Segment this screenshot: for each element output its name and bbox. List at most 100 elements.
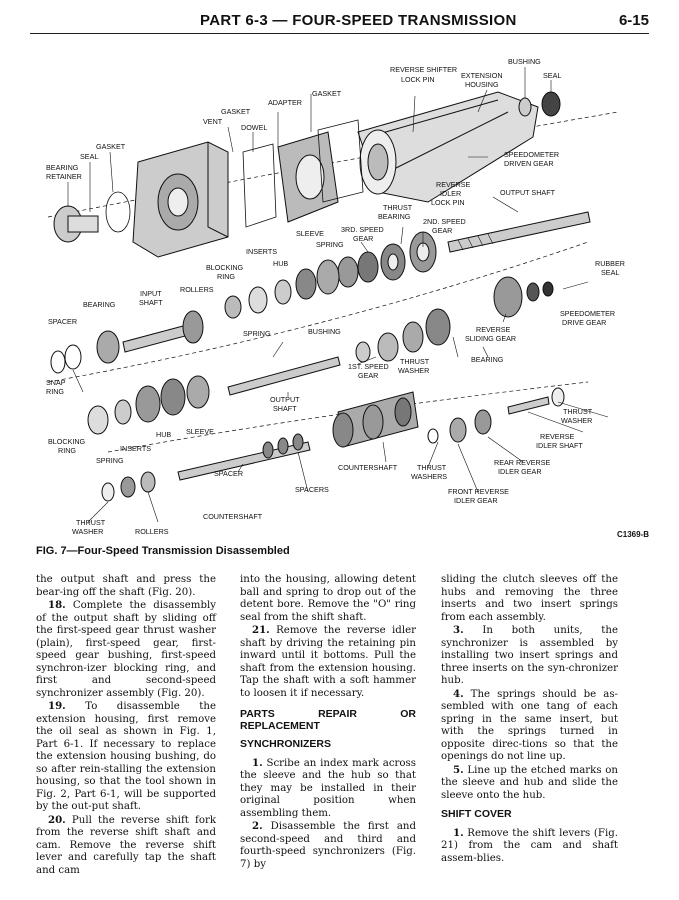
label-thrust: THRUST bbox=[383, 203, 413, 212]
label-reverse: REVERSE bbox=[476, 325, 511, 334]
label-idler-shaft: IDLER SHAFT bbox=[536, 441, 583, 450]
paragraph: 21. Remove the reverse idler shaft by dr… bbox=[240, 624, 416, 700]
label-seal: SEAL bbox=[601, 268, 619, 277]
label-thrust: THRUST bbox=[417, 463, 447, 472]
label-2nd-speed: 2ND. SPEED bbox=[423, 217, 466, 226]
label-1st-speed: 1ST. SPEED bbox=[348, 362, 389, 371]
spacer-part bbox=[64, 344, 82, 370]
label-retainer: RETAINER bbox=[46, 172, 82, 181]
label-output: OUTPUT bbox=[270, 395, 300, 404]
label-spacer: SPACER bbox=[214, 469, 243, 478]
label-snap: SNAP bbox=[46, 378, 66, 387]
step-number: 20. bbox=[48, 813, 66, 826]
gear-row-mid-right bbox=[355, 276, 554, 363]
label-ring: RING bbox=[46, 387, 64, 396]
label-3rd-speed: 3RD. SPEED bbox=[341, 225, 384, 234]
label-spacers: SPACERS bbox=[295, 485, 329, 494]
label-gear: GEAR bbox=[353, 234, 373, 243]
label-drive-gear: DRIVE GEAR bbox=[562, 318, 606, 327]
gasket-2 bbox=[317, 119, 364, 203]
label-hub: HUB bbox=[156, 430, 171, 439]
step-text: Complete the disassembly of the output s… bbox=[36, 600, 216, 699]
paragraph: 18. Complete the disassembly of the outp… bbox=[36, 599, 216, 700]
leader-lines bbox=[67, 67, 609, 523]
label-thrust: THRUST bbox=[76, 518, 106, 527]
output-shaft-top bbox=[447, 211, 591, 253]
bearing-retainer bbox=[53, 205, 99, 243]
label-shaft: SHAFT bbox=[139, 298, 163, 307]
reverse-idler-parts bbox=[427, 387, 565, 444]
label-gear: GEAR bbox=[432, 226, 452, 235]
step-number: 21. bbox=[252, 624, 270, 636]
label-spacer: SPACER bbox=[48, 317, 77, 326]
label-bearing: BEARING bbox=[471, 355, 504, 364]
label-seal: SEAL bbox=[80, 152, 98, 161]
paragraph: 5. Line up the etched marks on the sleev… bbox=[441, 764, 618, 803]
label-rear-reverse: REAR REVERSE bbox=[494, 458, 551, 467]
label-output-shaft: OUTPUT SHAFT bbox=[500, 188, 556, 197]
gasket-3 bbox=[105, 191, 131, 233]
subsection-heading: SHIFT COVER bbox=[441, 808, 512, 820]
label-seal: SEAL bbox=[543, 71, 561, 80]
label-countershaft: COUNTERSHAFT bbox=[203, 512, 263, 521]
page-number: 6-15 bbox=[618, 12, 649, 29]
label-washers: WASHERS bbox=[411, 472, 447, 481]
paragraph: into the housing, allowing detent ball a… bbox=[240, 574, 416, 623]
label-bushing: BUSHING bbox=[508, 57, 541, 66]
label-bearing: BEARING bbox=[83, 300, 116, 309]
paragraph: sliding the clutch sleeves off the hubs … bbox=[441, 574, 618, 623]
label-bearing: BEARING bbox=[46, 163, 79, 172]
label-speedometer: SPEEDOMETER bbox=[560, 309, 615, 318]
exploded-diagram: BUSHING REVERSE SHIFTER LOCK PIN EXTENSI… bbox=[28, 52, 653, 542]
label-sliding-gear: SLIDING GEAR bbox=[465, 334, 516, 343]
paragraph: 3. In both units, the synchronizer is as… bbox=[441, 624, 618, 688]
step-text: Remove the shift levers (Fig. 21) from t… bbox=[441, 827, 618, 864]
gasket-1 bbox=[242, 143, 277, 228]
guide-line-mid bbox=[47, 241, 589, 383]
text-column-2: into the housing, allowing detent ball a… bbox=[240, 574, 416, 871]
label-blocking: BLOCKING bbox=[206, 263, 244, 272]
label-washer: WASHER bbox=[561, 416, 592, 425]
snap-ring-part bbox=[50, 350, 66, 374]
label-vent: VENT bbox=[203, 117, 223, 126]
bushing-part bbox=[518, 97, 532, 117]
label-bearing: BEARING bbox=[378, 212, 411, 221]
figure-code: C1369-B bbox=[616, 530, 649, 539]
paragraph: the output shaft and press the bear-ing … bbox=[36, 574, 216, 598]
diagram-svg: BUSHING REVERSE SHIFTER LOCK PIN EXTENSI… bbox=[46, 57, 625, 536]
label-shaft: SHAFT bbox=[273, 404, 297, 413]
figure-caption: FIG. 7—Four-Speed Transmission Disassemb… bbox=[36, 545, 290, 557]
label-washer: WASHER bbox=[398, 366, 429, 375]
step-number: 1. bbox=[453, 826, 464, 839]
step-number: 3. bbox=[453, 624, 464, 636]
label-gasket: GASKET bbox=[312, 89, 342, 98]
label-ring: RING bbox=[58, 446, 76, 455]
label-rollers: ROLLERS bbox=[180, 285, 214, 294]
label-input: INPUT bbox=[140, 289, 162, 298]
gear-row-lower-left bbox=[87, 375, 210, 435]
input-shaft bbox=[122, 310, 204, 353]
label-extension: EXTENSION bbox=[461, 71, 503, 80]
seal-part bbox=[541, 91, 561, 117]
label-ring: RING bbox=[217, 272, 235, 281]
section-heading: PARTS REPAIR OR REPLACEMENT bbox=[240, 708, 416, 732]
gear-row-upper bbox=[224, 231, 437, 319]
label-front-reverse: FRONT REVERSE bbox=[448, 487, 509, 496]
label-spring: SPRING bbox=[243, 329, 271, 338]
label-dowel: DOWEL bbox=[241, 123, 267, 132]
label-inserts: INSERTS bbox=[120, 444, 151, 453]
label-gear: GEAR bbox=[358, 371, 378, 380]
step-text: Scribe an index mark across the sleeve a… bbox=[240, 757, 416, 819]
label-idler: IDLER bbox=[440, 189, 461, 198]
step-number: 4. bbox=[453, 687, 464, 700]
paragraph: 19. To disassemble the extension housing… bbox=[36, 700, 216, 814]
step-number: 18. bbox=[48, 599, 66, 611]
step-number: 2. bbox=[252, 820, 263, 832]
text-column-1: the output shaft and press the bear-ing … bbox=[36, 574, 216, 877]
label-reverse: REVERSE bbox=[436, 180, 471, 189]
label-bushing: BUSHING bbox=[308, 327, 341, 336]
label-speedometer: SPEEDOMETER bbox=[504, 150, 559, 159]
label-rollers: ROLLERS bbox=[135, 527, 169, 536]
label-spring: SPRING bbox=[96, 456, 124, 465]
step-text: Disassemble the first and second-speed a… bbox=[240, 821, 416, 870]
